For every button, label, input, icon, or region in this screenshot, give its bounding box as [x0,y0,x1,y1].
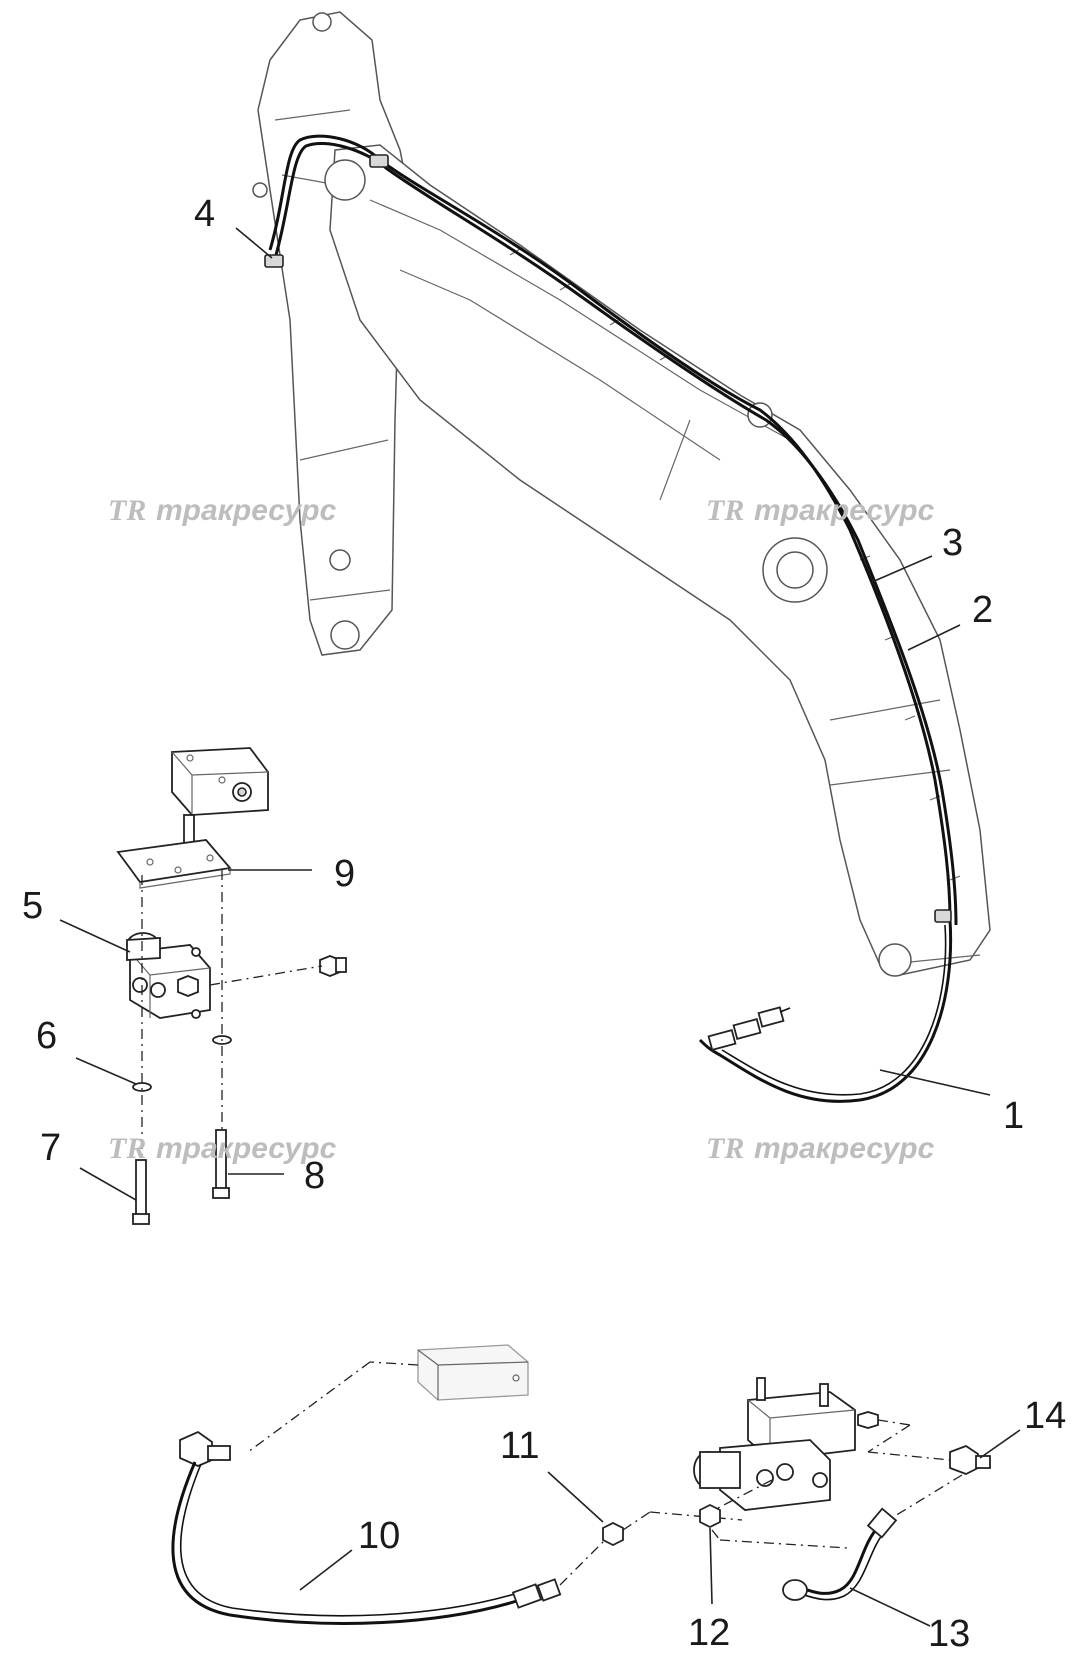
watermark-text: тракресурс [754,494,935,527]
callout-7: 7 [40,1127,61,1169]
watermark-logo: TR [706,494,744,527]
callout-12: 12 [688,1612,730,1654]
watermark-logo: TR [108,494,146,527]
watermark-2: TR тракресурс [706,494,935,527]
callout-5: 5 [22,885,43,927]
watermark-logo: TR [706,1132,744,1165]
watermark-text: тракресурс [754,1132,935,1165]
watermark-4: TR тракресурс [706,1132,935,1165]
boom-arm-assembly [252,11,991,977]
hose-2 [274,141,958,926]
callout-2: 2 [972,589,993,631]
callout-1: 1 [1003,1095,1024,1137]
callout-3: 3 [942,522,963,564]
leader-lines [59,227,1021,1627]
valve-mounting-assembly [116,747,347,1225]
callout-14: 14 [1024,1395,1066,1437]
callout-4: 4 [194,193,215,235]
hose-1 [698,919,953,1103]
callout-8: 8 [304,1155,325,1197]
callout-6: 6 [36,1015,57,1057]
watermark-3: TR тракресурс [108,1132,337,1165]
callout-11: 11 [500,1425,539,1467]
watermark-1: TR тракресурс [108,494,337,527]
callout-10: 10 [358,1515,400,1557]
hose-3 [268,134,952,921]
watermark: TR тракресурс TR тракресурс TR тракресур… [108,494,935,1165]
boom-hose-routing [264,134,958,1103]
pilot-hose-assembly [171,1344,991,1625]
callout-13: 13 [928,1613,970,1655]
callout-9: 9 [334,853,355,895]
watermark-logo: TR [108,1132,146,1165]
watermark-text: тракресурс [156,1132,337,1165]
watermark-text: тракресурс [156,494,337,527]
callout-labels: 1 2 3 4 5 6 7 8 9 10 11 12 13 14 [22,193,1066,1655]
